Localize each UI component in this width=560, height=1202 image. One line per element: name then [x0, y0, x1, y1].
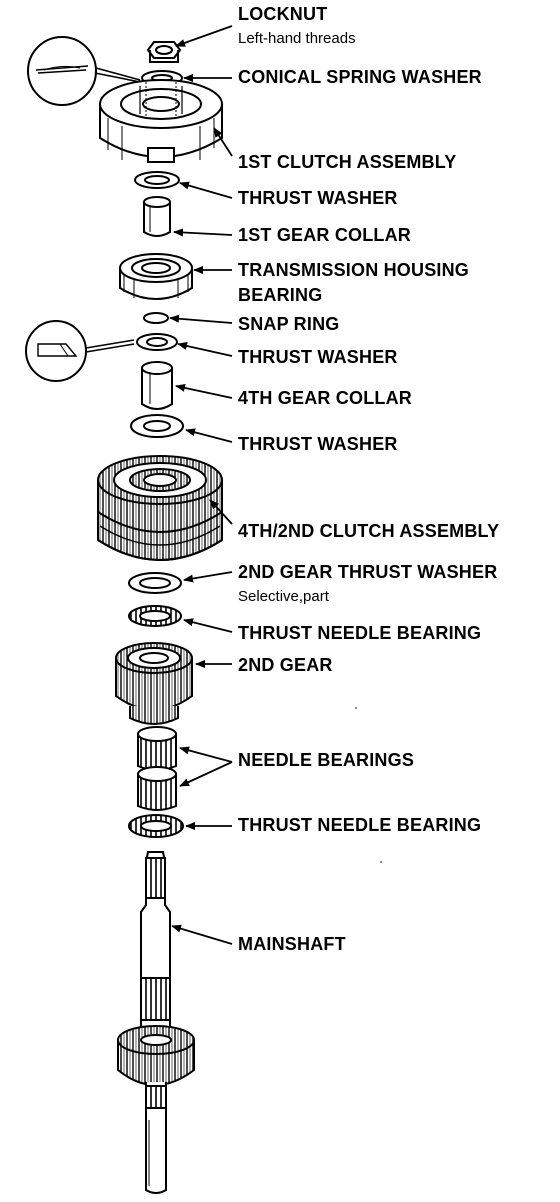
locknut-part — [146, 41, 182, 63]
label-transmission-housing: TRANSMISSION HOUSING — [238, 260, 470, 280]
fourth-gear-collar-part — [141, 361, 173, 410]
transmission-housing-bearing-part — [119, 253, 193, 300]
label-1st-gear-collar: 1ST GEAR COLLAR — [238, 225, 412, 245]
label-thrust-washer-2: THRUST WASHER — [238, 347, 398, 367]
speck — [355, 707, 357, 709]
thrust-needle-bearing-2-part — [128, 814, 184, 838]
needle-bearings-part — [137, 726, 177, 811]
label-2nd-gear-thrust-washer-note: Selective,part — [238, 588, 329, 605]
label-transmission-housing-bearing: BEARING — [238, 285, 323, 305]
thrust-needle-bearing-1-part — [128, 605, 182, 627]
thrust-washer-3-part — [130, 414, 184, 438]
label-thrust-washer-1: THRUST WASHER — [238, 188, 398, 208]
label-thrust-needle-bearing-1: THRUST NEEDLE BEARING — [238, 623, 482, 643]
thrust-washer-2-part — [136, 333, 178, 351]
leader-arrows — [169, 25, 233, 945]
second-gear-part — [115, 642, 193, 725]
snap-ring-part — [143, 312, 169, 324]
label-locknut: LOCKNUT — [238, 4, 328, 24]
first-clutch-assembly-part — [99, 79, 223, 163]
label-locknut-note: Left-hand threads — [238, 30, 356, 47]
thrust-washer-1-part — [134, 171, 180, 189]
label-thrust-needle-bearing-2: THRUST NEEDLE BEARING — [238, 815, 482, 835]
second-gear-thrust-washer-part — [128, 572, 182, 594]
first-gear-collar-part — [143, 196, 171, 237]
detail-circle-conical-washer — [27, 36, 141, 106]
label-2nd-gear-thrust-washer: 2ND GEAR THRUST WASHER — [238, 562, 498, 582]
fourth-second-clutch-assembly-part — [97, 455, 223, 561]
detail-circle-thrust-washer — [25, 320, 135, 382]
label-thrust-washer-3: THRUST WASHER — [238, 434, 398, 454]
speck — [380, 861, 382, 863]
label-conical-spring-washer: CONICAL SPRING WASHER — [238, 67, 482, 87]
label-needle-bearings: NEEDLE BEARINGS — [238, 750, 415, 770]
label-2nd-gear: 2ND GEAR — [238, 655, 333, 675]
label-1st-clutch-assembly: 1ST CLUTCH ASSEMBLY — [238, 152, 457, 172]
label-mainshaft: MAINSHAFT — [238, 934, 346, 954]
label-4th-2nd-clutch-assembly: 4TH/2ND CLUTCH ASSEMBLY — [238, 521, 500, 541]
label-4th-gear-collar: 4TH GEAR COLLAR — [238, 388, 412, 408]
mainshaft-part — [117, 851, 195, 1194]
label-snap-ring: SNAP RING — [238, 314, 340, 334]
